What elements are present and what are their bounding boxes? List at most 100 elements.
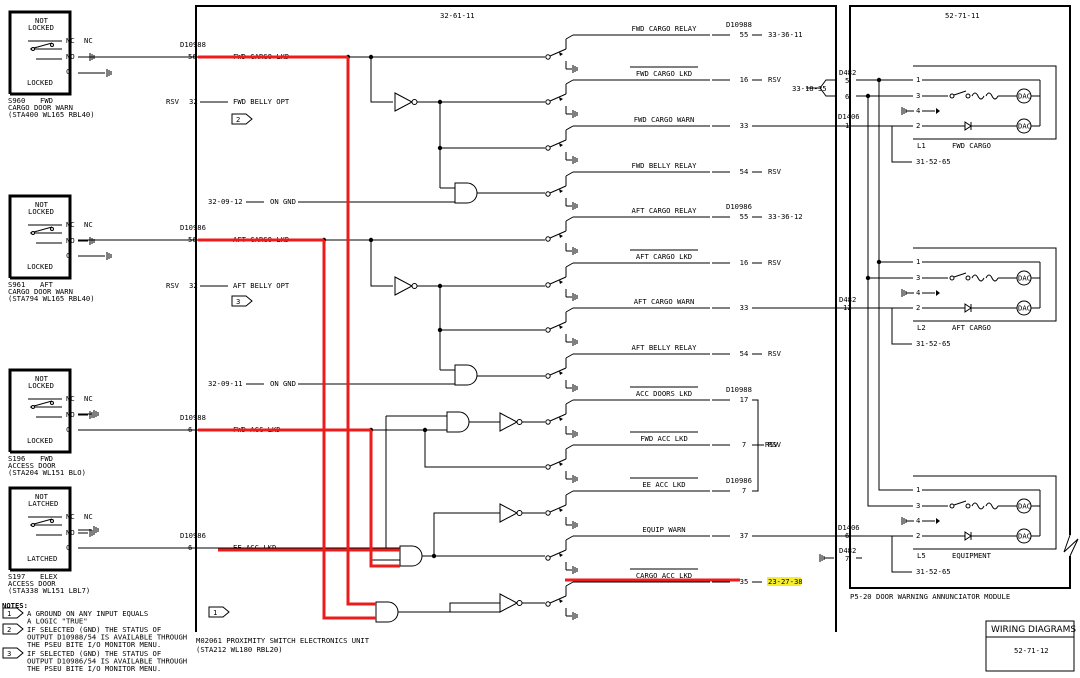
light-pin: 2 [916, 121, 920, 130]
svg-text:3: 3 [236, 297, 240, 306]
switch-state-top: NOT [35, 16, 49, 25]
and-gate [454, 364, 478, 386]
ground-symbol [572, 156, 578, 164]
inverter [394, 92, 414, 112]
wire [953, 90, 967, 96]
light-label: EQUIPMENT [952, 551, 992, 560]
rsv-input-fwd-belly: RSV 32 FWD BELLY OPT 2 [166, 97, 290, 125]
note-flag: 1 [7, 609, 11, 618]
svg-text:12: 12 [843, 303, 852, 312]
output-pin: 55 [740, 212, 749, 221]
wire [33, 518, 53, 525]
svg-text:ON GND: ON GND [270, 379, 296, 388]
output-label: CARGO ACC LKD [636, 571, 692, 580]
ground-symbol [572, 612, 578, 620]
ground-symbol [106, 252, 112, 260]
notes-heading: NOTES: [2, 601, 28, 610]
svg-text:7: 7 [845, 554, 849, 563]
output-label: ACC DOORS LKD [636, 389, 692, 398]
wire [33, 42, 53, 49]
ground-symbol [572, 65, 578, 73]
wire [565, 79, 574, 85]
wire [819, 79, 836, 89]
ground-symbol [572, 110, 578, 118]
annunciator-panel: P5-20 [850, 592, 872, 601]
inverter-bubble [516, 419, 523, 425]
ground-symbol [901, 517, 907, 525]
output-pin: 16 [740, 75, 749, 84]
pseu-location: (STA212 WL180 RBL20) [196, 645, 283, 654]
wire [398, 602, 500, 613]
title-block: WIRING DIAGRAMS 52-71-12 [985, 620, 1076, 672]
output-transistor [545, 353, 578, 392]
switch-side: FWD [40, 96, 53, 105]
switch-side: FWD [40, 454, 53, 463]
wire [549, 93, 567, 102]
pin-c: C [66, 425, 70, 434]
wire [565, 34, 574, 40]
output-transistor [545, 262, 578, 301]
light-label: AFT CARGO [952, 323, 991, 332]
wire [953, 272, 967, 278]
lamp-label: DAC [1018, 92, 1031, 101]
inverter-bubble [516, 510, 523, 516]
light-label: FWD CARGO [952, 141, 991, 150]
switch-location: (STA400 WL165 RBL40) [8, 110, 95, 119]
inverter-bubble [411, 99, 418, 105]
output-label: FWD CARGO LKD [636, 69, 692, 78]
output-pin: 54 [740, 167, 749, 176]
lamp-label: DAC [1018, 532, 1031, 541]
highlight-aft-cargo-down [322, 240, 376, 620]
note-flag: 3 [7, 649, 11, 658]
output-pin: 17 [740, 395, 749, 404]
ground-symbol [106, 69, 112, 77]
light-border [913, 475, 1057, 550]
pin-c: C [66, 543, 70, 552]
ground-symbol [89, 237, 95, 245]
output-label: AFT CARGO WARN [634, 297, 695, 306]
output-transistor [545, 399, 578, 438]
ground-symbol [572, 338, 578, 346]
switch-desc: CARGO DOOR WARN [8, 287, 73, 296]
svg-text:5: 5 [845, 76, 849, 85]
pseu-unit: 32-61-11 M02061 PROXIMITY SWITCH ELECTRO… [195, 5, 837, 654]
output-pin: 33 [740, 121, 749, 130]
output-label: AFT BELLY RELAY [632, 343, 698, 352]
title-block-title: WIRING DIAGRAMS [991, 625, 1076, 635]
output-pin: 37 [740, 531, 749, 540]
wire [549, 367, 567, 376]
note-line: OUTPUT D10986/54 IS AVAILABLE THROUGH [27, 657, 187, 666]
annunciator-module: 52-71-11 P5-20 DOOR WARNING ANNUNCIATOR … [849, 5, 1079, 601]
output-pin: 7 [742, 486, 746, 495]
annunciator-ref: 52-71-11 [945, 11, 980, 20]
inverter [499, 593, 519, 613]
svg-text:32: 32 [189, 97, 198, 106]
output-transistor [545, 79, 578, 118]
inverter [499, 412, 519, 432]
inverter-bubble [516, 600, 523, 606]
svg-text:D1406: D1406 [838, 112, 860, 121]
output-label: EE ACC LKD [642, 480, 685, 489]
light-name: L2 [917, 323, 926, 332]
output-label: FWD BELLY RELAY [632, 161, 698, 170]
light-pin: 2 [916, 531, 920, 540]
gnd-input-1: 32-09-12 ON GND [208, 197, 455, 206]
rsv-input-aft-belly: RSV 32 AFT BELLY OPT 3 [166, 281, 290, 307]
wire [549, 413, 567, 422]
wire [565, 444, 574, 450]
svg-text:32-09-11: 32-09-11 [208, 379, 243, 388]
gnd-input-2: 32-09-11 ON GND [208, 379, 455, 388]
light-border [913, 247, 1057, 322]
svg-text:6: 6 [845, 92, 849, 101]
and-gate [446, 411, 470, 433]
output-transistor [545, 444, 578, 483]
wire [819, 87, 836, 97]
wire [565, 353, 574, 359]
inverter-bubble [411, 283, 418, 289]
output-label: AFT CARGO LKD [636, 252, 692, 261]
output-destination: 23-27-38 [768, 577, 803, 586]
